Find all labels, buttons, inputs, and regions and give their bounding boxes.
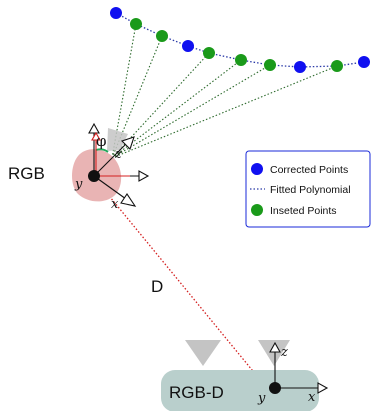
rgbd-camera-body <box>161 370 319 411</box>
inserted-point <box>235 54 247 66</box>
point-markers <box>110 7 370 73</box>
inserted-point <box>331 60 343 72</box>
rgbd-x-axis-label: x <box>308 390 316 405</box>
rgbd-left-lens-cone <box>185 340 221 366</box>
inserted-point <box>203 47 215 59</box>
rgbd-label: RGB-D <box>169 383 224 402</box>
rgb-y-axis-label: y <box>74 177 83 192</box>
rgb-lens-cone <box>107 128 128 151</box>
corrected-point <box>294 61 306 73</box>
inserted-point <box>130 18 142 30</box>
legend-inserted-points-marker <box>251 204 263 216</box>
legend-box <box>245 150 371 228</box>
ray-line <box>111 59 242 159</box>
ray-line <box>111 23 137 159</box>
rgbd-right-lens-cone <box>258 340 290 366</box>
ray-line <box>111 64 271 159</box>
rgb-origin-dot <box>88 170 100 182</box>
inserted-point <box>264 59 276 71</box>
legend-corrected-points-marker <box>251 163 263 175</box>
rgb-x-axis-label: x <box>111 197 119 212</box>
angle-label: φ <box>96 132 107 150</box>
rgbd-origin-dot <box>269 382 281 394</box>
ray-line <box>111 65 338 159</box>
rgbd-z-axis-label: z <box>280 345 288 360</box>
ray-line <box>111 52 210 159</box>
angle-arc <box>95 148 109 153</box>
corrected-point <box>182 40 194 52</box>
legend-fitted-polynomial-label: Fitted Polynomial <box>270 184 351 196</box>
rgb-z-axis-label: z <box>114 147 122 162</box>
corrected-point <box>358 56 370 68</box>
legend: Corrected Points Fitted Polynomial Inset… <box>245 150 371 228</box>
legend-corrected-points-label: Corrected Points <box>270 164 348 176</box>
projection-rays <box>111 23 338 159</box>
legend-inserted-points-label: Inseted Points <box>270 205 337 217</box>
distance-label: D <box>151 277 163 296</box>
rgbd-y-axis-label: y <box>257 391 266 406</box>
distance-line <box>95 179 267 388</box>
corrected-point <box>110 7 122 19</box>
rgb-frame-axes <box>88 122 150 207</box>
inserted-point <box>156 30 168 42</box>
rgb-label: RGB <box>8 164 45 183</box>
